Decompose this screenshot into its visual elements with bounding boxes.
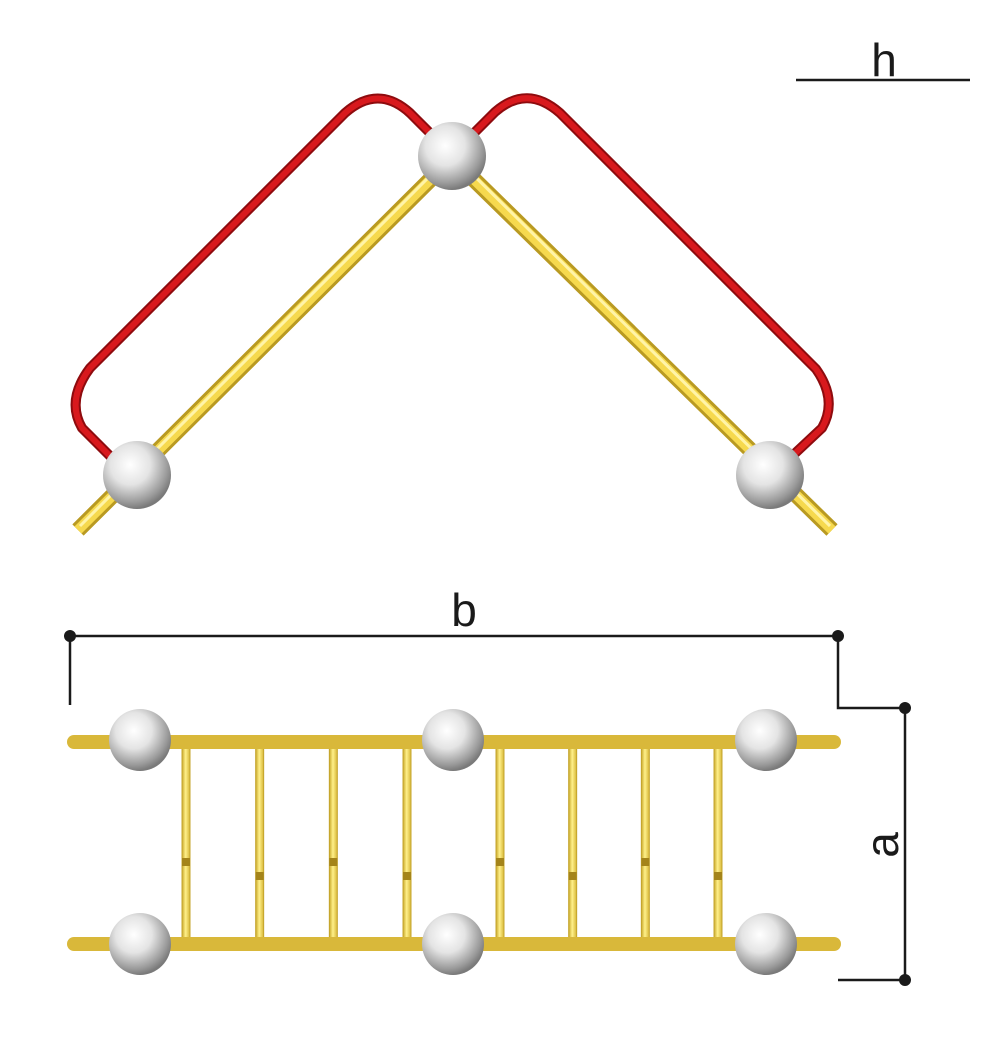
- rung-joint: [568, 872, 577, 880]
- side-view: h: [70, 34, 970, 536]
- depth-label: a: [856, 832, 908, 858]
- connector-ball-top: [418, 122, 486, 190]
- ladder-rung: [495, 747, 505, 939]
- ladder-rungs: [181, 747, 723, 939]
- height-label: h: [871, 34, 897, 86]
- connector-balls-top-view: [74, 709, 834, 975]
- ladder-rung: [402, 747, 412, 939]
- rung-joint: [496, 858, 504, 866]
- ladder-rung: [713, 747, 723, 939]
- rung-joint: [714, 872, 722, 880]
- ladder-legs: [72, 146, 838, 536]
- width-label: b: [451, 584, 477, 636]
- depth-dimension: a: [838, 702, 911, 986]
- connector-ball-left: [103, 441, 171, 509]
- ladder-rung: [328, 747, 338, 939]
- rung-joint: [329, 858, 338, 866]
- connector-ball: [422, 709, 484, 771]
- ladder-rung: [568, 747, 578, 939]
- ladder-rung: [181, 747, 191, 939]
- rung-joint: [255, 872, 264, 880]
- ladder-rung: [255, 747, 265, 939]
- ladder-rung: [640, 747, 650, 939]
- top-view: b a: [64, 584, 911, 986]
- rung-joint: [403, 872, 411, 880]
- rung-joint: [641, 858, 650, 866]
- connector-ball: [422, 913, 484, 975]
- handrail-loops: [70, 93, 834, 463]
- connector-ball-right: [736, 441, 804, 509]
- rung-joint: [182, 858, 190, 866]
- width-dimension: b: [64, 584, 905, 710]
